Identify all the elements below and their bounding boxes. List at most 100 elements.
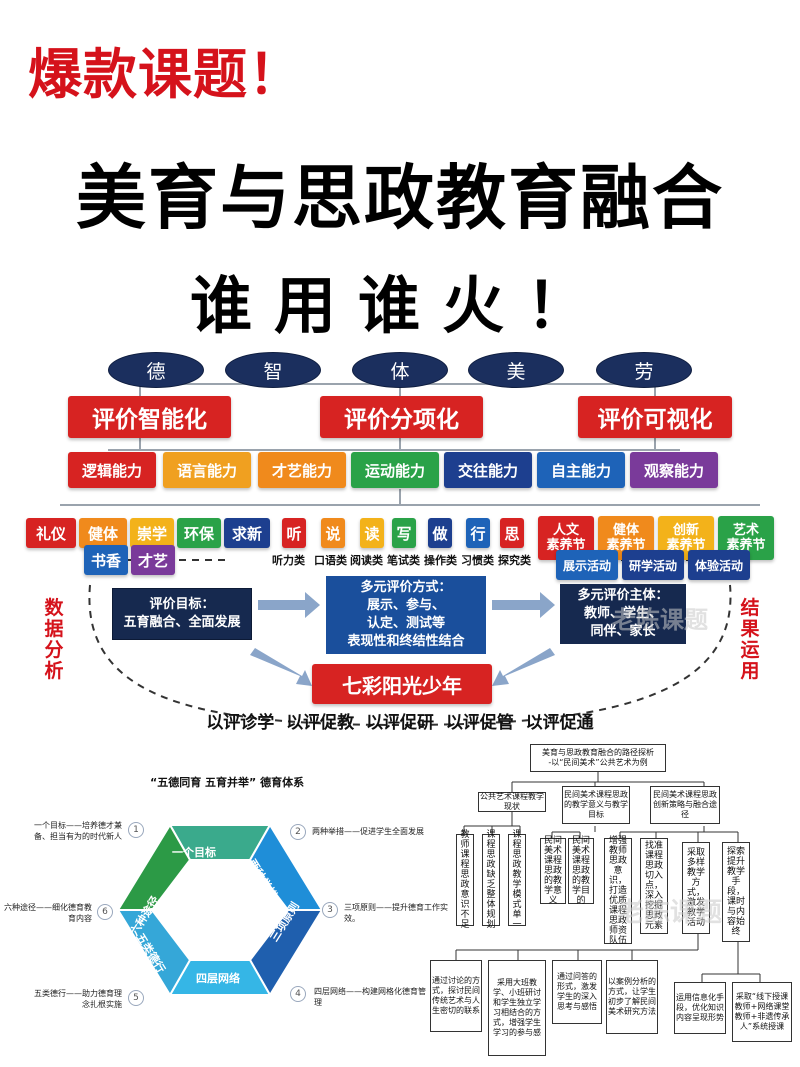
note-1-line2: 备、担当有为的时代新人 xyxy=(34,832,122,841)
chip-chongxue: 崇学 xyxy=(130,518,174,548)
note-3: 三项原则——提升德育工作实 效。 xyxy=(344,902,448,924)
activity-study: 研学活动 xyxy=(622,550,684,580)
ability-social: 交往能力 xyxy=(444,452,532,488)
festival-innovation-line1: 创新 xyxy=(672,523,699,538)
tree-l1-status: 公共艺术课程教学现状 xyxy=(478,792,546,812)
skill-type-written: 笔试类 xyxy=(387,554,420,567)
virtue-lao: 劳 xyxy=(596,352,692,388)
sub-title: 谁用谁火！ xyxy=(189,269,610,342)
skill-type-operation: 操作类 xyxy=(424,554,457,567)
festival-arts-line2: 素养节 xyxy=(726,538,766,553)
segment-six-paths xyxy=(116,823,192,911)
tree-l2-a1: 教师课程思政意识不足 xyxy=(456,830,474,930)
tree-l2-c3: 采取多样教学方式，激发教学活动 xyxy=(682,842,710,934)
top-evaluation-diagram: 德 智 体 美 劳 评价智能化 评价分项化 评价可视化 逻辑能力 语言能力 才艺… xyxy=(26,352,774,733)
ability-autonomy: 自主能力 xyxy=(537,452,625,488)
note-5-line2: 念扎根实施 xyxy=(82,1000,122,1009)
goal-box-line1: 评价目标： xyxy=(149,597,215,612)
chip-qiuxin: 求新 xyxy=(224,518,270,548)
cycle-hexagon xyxy=(116,823,324,997)
tree-l2-c4-text: 探索提升教学手段，课时与内容始终 xyxy=(726,847,745,937)
skill-type-oral: 口语类 xyxy=(314,554,347,567)
festival-fitness-line1: 健体 xyxy=(612,523,639,538)
tree-l2-a1-text: 教师课程思政意识不足 xyxy=(460,830,470,930)
note-5: 五类德行——助力德育理 念扎根实施 xyxy=(20,988,122,1010)
festival-innovation-line2: 素养节 xyxy=(666,538,706,553)
chip-huanbao: 环保 xyxy=(177,518,221,548)
note-num-4: 4 xyxy=(290,986,306,1002)
tree-root: 美育与思政教育融合的路径探析 -以“民间美术”公共艺术为例 xyxy=(530,744,666,772)
segment-label-4: 四层网络 xyxy=(196,972,240,985)
ability-sport: 运动能力 xyxy=(351,452,439,488)
tree-l1-meaning: 民间美术课程思政的教学意义与教学目标 xyxy=(562,786,630,824)
activity-show: 展示活动 xyxy=(556,550,618,580)
note-6-line1: 六种途径——细化德育教 xyxy=(4,903,92,912)
subjects-box: 多元评价主体： 教师、学生、 同伴、家长 xyxy=(560,584,686,644)
tree-root-line2: -以“民间美术”公共艺术为例 xyxy=(548,758,648,767)
note-num-5: 5 xyxy=(128,990,144,1006)
note-6: 六种途径——细化德育教 育内容 xyxy=(4,902,92,924)
tree-l1-strategy: 民间美术课程思政创新策略与融合途径 xyxy=(650,786,720,824)
methods-box-line1: 多元评价方式： xyxy=(360,580,452,595)
note-5-line1: 五类德行——助力德育理 xyxy=(34,989,122,998)
tree-l2-b1: 民间美术课程思政的教学意义 xyxy=(540,836,566,906)
skill-type-explore: 探究类 xyxy=(498,554,531,567)
tree-l3-5: 运用信息化手段，优化知识内容呈现形势 xyxy=(674,982,726,1034)
note-4-line1: 四层网络——构建网格化德育管 xyxy=(314,987,426,996)
tree-l2-b2-text: 民间美术课程思政的教学目的 xyxy=(571,836,590,906)
tree-l2-c2-text: 找准课程思政切入点，深入挖掘思政元素 xyxy=(644,841,663,931)
skill-type-reading: 阅读类 xyxy=(350,554,383,567)
note-num-1: 1 xyxy=(128,822,144,838)
chip-jianti: 健体 xyxy=(79,518,127,548)
slogan: 以评诊学 以评促教 以评促研 以评促管 以评促通 xyxy=(206,713,594,733)
virtue-de: 德 xyxy=(108,352,204,388)
headline: 爆款课题！ xyxy=(28,42,303,106)
tree-l2-a2-text: 课程思政缺乏整体规划 xyxy=(486,830,496,930)
eval-intelligent: 评价智能化 xyxy=(68,396,231,438)
tree-l3-3: 通过问答的形式，激发学生的深入思考与感悟 xyxy=(552,960,602,1024)
chip-ting: 听 xyxy=(282,518,306,548)
watermark-bottom: 老陈课题 xyxy=(618,898,723,928)
virtue-mei: 美 xyxy=(468,352,564,388)
note-6-line2: 育内容 xyxy=(68,914,92,923)
eval-visual: 评价可视化 xyxy=(578,396,732,438)
chip-zuo: 做 xyxy=(428,518,452,548)
note-num-3: 3 xyxy=(322,902,338,918)
tree-l2-a3-text: 课程思政教学模式单一 xyxy=(512,830,522,930)
top-connectors xyxy=(60,383,760,727)
methods-box-line3: 认定、测试等 xyxy=(366,616,445,631)
festival-fitness-line2: 素养节 xyxy=(606,538,646,553)
center-box: 七彩阳光少年 xyxy=(312,664,492,704)
chip-shuo: 说 xyxy=(321,518,345,548)
ability-observe: 观察能力 xyxy=(630,452,718,488)
tree-l3-4: 以案例分析的方式，让学生初步了解民间美术研究方法 xyxy=(606,960,658,1034)
note-3-line2: 效。 xyxy=(344,914,360,923)
note-3-line1: 三项原则——提升德育工作实 xyxy=(344,903,448,912)
note-2-line1: 两种举措——促进学生全面发展 xyxy=(312,827,424,836)
tree-l2-a2: 课程思政缺乏整体规划 xyxy=(482,830,500,930)
chip-xie: 写 xyxy=(392,518,416,548)
note-num-6: 6 xyxy=(97,904,113,920)
ability-talent: 才艺能力 xyxy=(258,452,346,488)
activity-experience: 体验活动 xyxy=(688,550,750,580)
note-4-line2: 理 xyxy=(314,998,322,1007)
tree-l2-c1-text: 增强教师思政意识，打造优质课程思政师资队伍 xyxy=(608,836,627,946)
subjects-box-line1: 多元评价主体： xyxy=(577,588,669,603)
tree-l2-b2: 民间美术课程思政的教学目的 xyxy=(568,836,594,906)
tree-l2-c1: 增强教师思政意识，打造优质课程思政师资队伍 xyxy=(604,836,632,946)
virtue-ti: 体 xyxy=(352,352,448,388)
chip-xing: 行 xyxy=(466,518,490,548)
main-title: 美育与思政教育融合 xyxy=(76,157,724,239)
tree-l3-6: 采取“线下授课教师+网络课堂教师+非遗传承人”系统授课 xyxy=(732,982,792,1042)
segment-label-1: 一个目标 xyxy=(172,846,216,859)
watermark-top: 老陈课题 xyxy=(612,606,708,634)
note-2: 两种举措——促进学生全面发展 xyxy=(312,826,424,837)
note-4: 四层网络——构建网格化德育管 理 xyxy=(314,986,426,1008)
methods-box-line2: 展示、参与、 xyxy=(366,598,445,613)
note-1: 一个目标——培养德才兼 备、担当有为的时代新人 xyxy=(20,820,122,842)
skill-type-habit: 习惯类 xyxy=(461,554,494,567)
chip-du: 读 xyxy=(360,518,384,548)
ability-logic: 逻辑能力 xyxy=(68,452,156,488)
virtue-zhi: 智 xyxy=(225,352,321,388)
note-num-2: 2 xyxy=(290,824,306,840)
